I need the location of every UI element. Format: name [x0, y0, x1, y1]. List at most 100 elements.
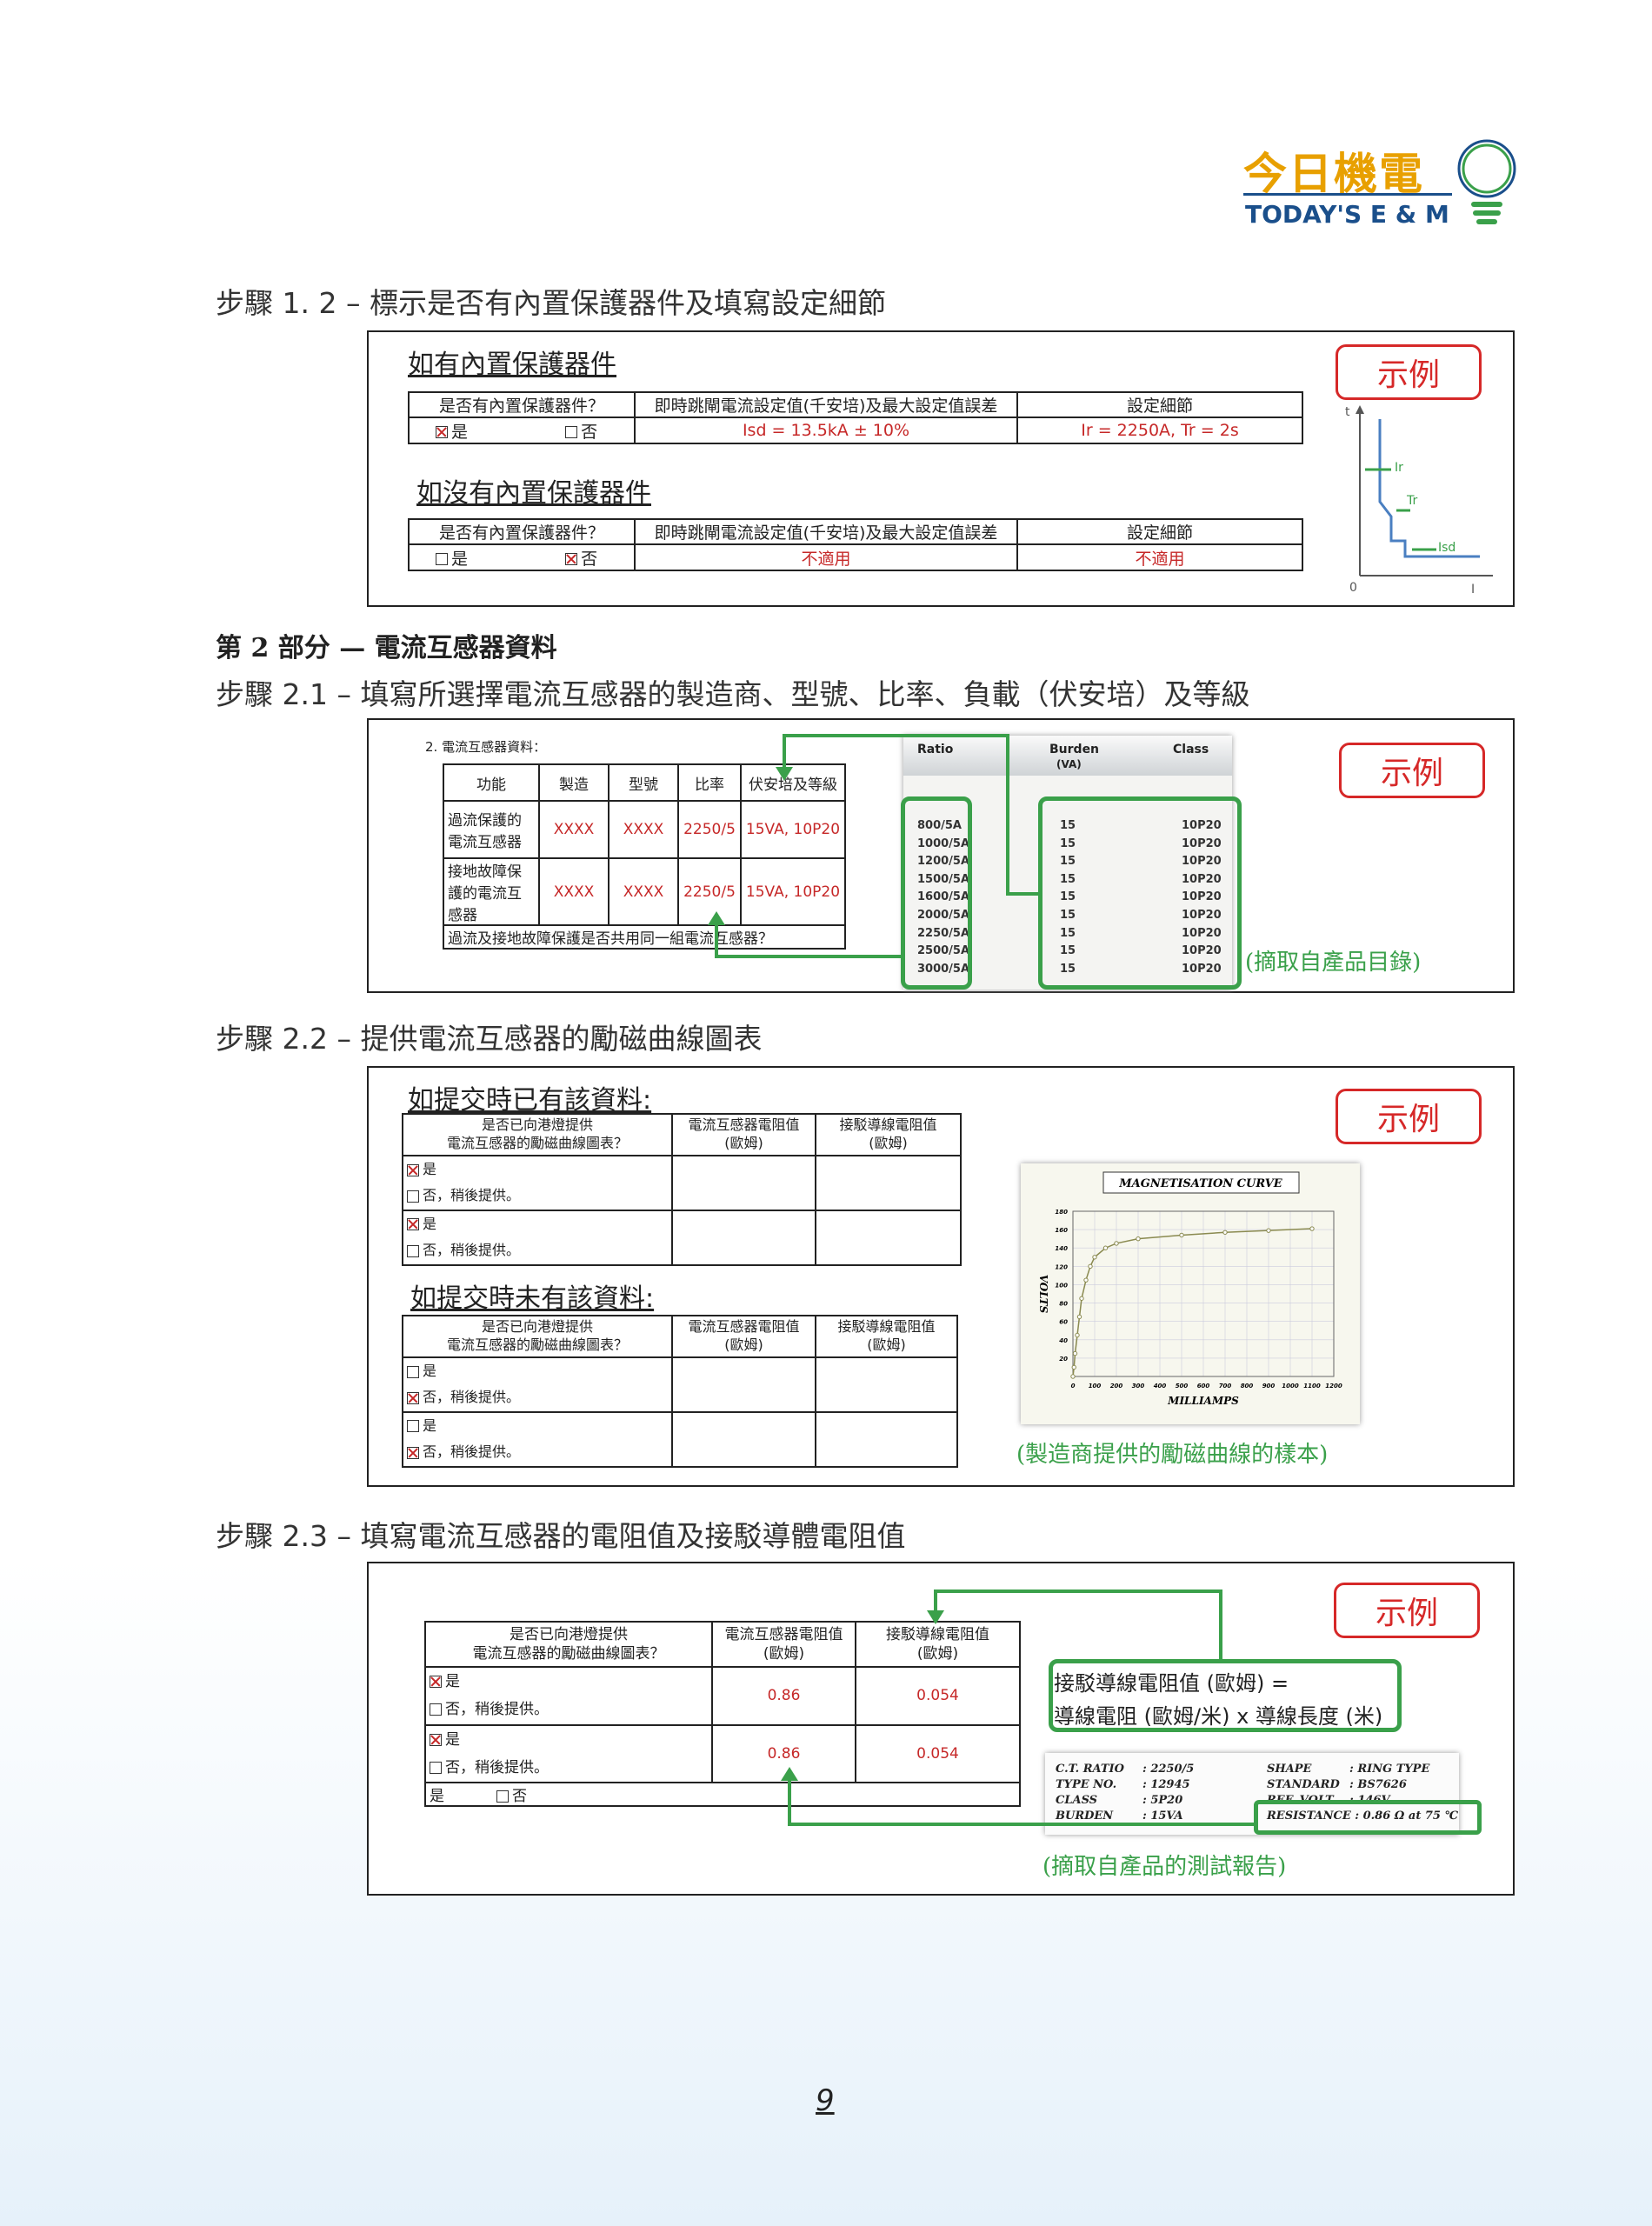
report-value: : RING TYPE: [1349, 1763, 1430, 1776]
curve-point: [1083, 1277, 1089, 1283]
report-value: : BS7626: [1349, 1778, 1407, 1791]
col-header-setting: 即時跳閘電流設定值(千安培)及最大設定值誤差: [634, 518, 1018, 545]
form-title: 2. 電流互感器資料：: [425, 739, 547, 755]
header-line: 接駁導線電阻值: [839, 1116, 937, 1134]
yes-label: 是: [451, 549, 469, 569]
curve-point: [1179, 1232, 1184, 1238]
curve-point: [1075, 1332, 1080, 1338]
table-footer-question: 過流及接地故障保護是否共用同一組電流互感器？: [443, 924, 846, 950]
x-tick-label: 100: [1089, 1383, 1102, 1390]
checked-checkbox[interactable]: [407, 1163, 419, 1176]
report-label: SHAPE: [1267, 1763, 1312, 1776]
y-tick-label: 140: [1055, 1245, 1068, 1252]
no-label: 否: [581, 422, 598, 442]
header-ratio: 比率: [677, 763, 742, 802]
later-label: 否，稍後提供。: [423, 1187, 521, 1204]
checked-checkbox[interactable]: [407, 1218, 419, 1231]
catalog-cell: 2000/5A: [917, 909, 970, 922]
checkbox[interactable]: [496, 1790, 509, 1803]
report-label: TYPE NO.: [1056, 1778, 1117, 1791]
catalog-cell: 10P20: [1182, 855, 1222, 869]
checked-checkbox[interactable]: [565, 553, 578, 565]
step-2-3-panel: 是否已向港燈提供電流互感器的勵磁曲線圖表？電流互感器電阻值(歐姆)接駁導線電阻值…: [367, 1562, 1515, 1896]
x-tick-label: 700: [1219, 1383, 1232, 1390]
curve-available-table: 是否已向港燈提供電流互感器的勵磁曲線圖表？電流互感器電阻值(歐姆)接駁導線電阻值…: [402, 1113, 962, 1266]
header-model: 型號: [608, 763, 679, 802]
catalog-caption: (摘取自產品目錄): [1245, 950, 1422, 976]
later-label: 否，稍後提供。: [445, 1701, 549, 1719]
i-axis-label: I: [1471, 583, 1475, 596]
catalog-cell: 1200/5A: [917, 855, 970, 869]
no-label: 否: [512, 1788, 527, 1806]
curve-point: [1071, 1364, 1076, 1370]
catalog-cell: 10P20: [1182, 890, 1222, 904]
example-badge: 示例: [1339, 743, 1485, 798]
checkbox[interactable]: [407, 1190, 419, 1203]
catalog-cell: 10P20: [1182, 962, 1222, 976]
report-resistance: RESISTANCE : 0.86 Ω at 75 ℃: [1267, 1809, 1459, 1823]
checkbox[interactable]: [430, 1761, 442, 1774]
catalog-cell: 2500/5A: [917, 944, 970, 958]
catalog-cell: 15: [1060, 819, 1076, 832]
na-value: 不適用: [1016, 543, 1303, 571]
setting-value: Isd = 13.5kA ± 10%: [634, 417, 1018, 444]
checkbox[interactable]: [436, 553, 448, 565]
x-tick-label: 300: [1132, 1383, 1145, 1390]
x-tick-label: 400: [1154, 1383, 1167, 1390]
report-label: BURDEN: [1056, 1809, 1114, 1823]
example-badge: 示例: [1336, 1089, 1482, 1144]
header-line: 電流互感器電阻值: [688, 1116, 800, 1134]
y-tick-label: 100: [1055, 1282, 1068, 1289]
table-cell: 過流保護的電流互感器: [443, 800, 540, 859]
na-value: 不適用: [634, 543, 1018, 571]
catalog-cell: 15: [1060, 836, 1076, 850]
checked-checkbox[interactable]: [430, 1733, 442, 1746]
step-2-3-title: 步驟 2.3 – 填寫電流互感器的電阻值及接駁導體電阻值: [216, 1519, 906, 1553]
catalog-header-burden: Burden: [1049, 743, 1100, 756]
catalog-cell: 10P20: [1182, 926, 1222, 940]
curve-point: [1136, 1236, 1141, 1242]
y-tick-label: 180: [1055, 1209, 1068, 1216]
checked-checkbox[interactable]: [407, 1391, 419, 1404]
checked-checkbox[interactable]: [430, 1676, 442, 1688]
catalog-cell: 10P20: [1182, 872, 1222, 886]
later-label: 否，稍後提供。: [445, 1758, 549, 1776]
catalog-cell: 15: [1060, 890, 1076, 904]
checked-checkbox[interactable]: [436, 426, 448, 438]
curve-point: [1088, 1263, 1093, 1270]
catalog-cell: 1600/5A: [917, 890, 970, 904]
yes-label: 是: [423, 1215, 437, 1232]
isd-label: Isd: [1438, 541, 1455, 555]
curve-unavailable-table: 是否已向港燈提供電流互感器的勵磁曲線圖表？電流互感器電阻值(歐姆)接駁導線電阻值…: [402, 1315, 958, 1468]
table-cell: XXXX: [538, 857, 610, 926]
checkbox[interactable]: [407, 1420, 419, 1433]
tr-label: Tr: [1406, 494, 1417, 508]
burden-class-highlight: [1038, 796, 1242, 990]
checkbox[interactable]: [565, 426, 578, 438]
header-maker: 製造: [538, 763, 610, 802]
checkbox[interactable]: [430, 1703, 442, 1716]
checkbox[interactable]: [407, 1244, 419, 1257]
x-tick-label: 900: [1262, 1383, 1276, 1390]
checked-checkbox[interactable]: [407, 1446, 419, 1459]
trip-curve-diagram: Ir Tr Isd t 0 I: [1345, 405, 1493, 596]
catalog-cell: 10P20: [1182, 836, 1222, 850]
table-cell: 接地故障保護的電流互感器: [443, 857, 540, 926]
col-header-setting: 即時跳閘電流設定值(千安培)及最大設定值誤差: [634, 391, 1018, 418]
catalog-cell: 15: [1060, 909, 1076, 922]
header-line: (歐姆): [916, 1645, 959, 1663]
header-line: 電流互感器電阻值: [688, 1318, 800, 1336]
x-tick-label: 1200: [1325, 1383, 1342, 1390]
curve-point: [1072, 1350, 1078, 1356]
later-label: 否，稍後提供。: [423, 1443, 521, 1461]
col-header-device: 是否有內置保護器件？: [408, 518, 636, 545]
header-line: 電流互感器的勵磁曲線圖表？: [446, 1336, 628, 1353]
header-va: 伏安培及等級: [740, 763, 846, 802]
chart-title-box: [1102, 1171, 1300, 1194]
checkbox[interactable]: [407, 1365, 419, 1378]
x-tick-label: 1000: [1282, 1383, 1299, 1390]
header-line: (歐姆): [724, 1135, 763, 1151]
unavailable-heading: 如提交時未有該資料:: [410, 1283, 655, 1314]
yes-label: 是: [423, 1363, 437, 1379]
